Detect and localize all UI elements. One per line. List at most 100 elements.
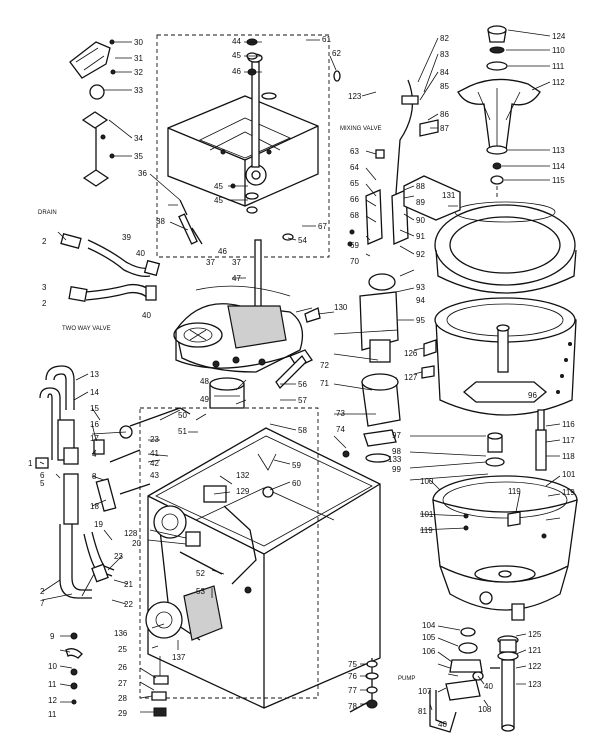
callout-45: 45 (214, 196, 223, 205)
callout-98: 98 (392, 447, 401, 456)
callout-43: 43 (150, 471, 159, 480)
callout-117: 117 (562, 436, 575, 445)
callout-131: 131 (442, 191, 456, 200)
callout-53: 53 (196, 587, 205, 596)
callout-77: 77 (348, 686, 357, 695)
callout-81: 81 (418, 707, 427, 716)
callout-113: 113 (552, 146, 565, 155)
callout-73: 73 (336, 409, 345, 418)
callout-8: 8 (92, 472, 97, 481)
callout-23: 23 (150, 435, 159, 444)
callout-49: 49 (200, 395, 209, 404)
callout-96: 96 (528, 391, 537, 400)
callout-88: 88 (416, 182, 425, 191)
callout-57: 57 (298, 396, 307, 405)
agitator-assembly (457, 25, 541, 200)
callout-64: 64 (350, 163, 359, 172)
callout-123: 123 (348, 92, 362, 101)
transmission-assembly (173, 239, 321, 409)
callout-111: 111 (552, 62, 565, 71)
callout-56: 56 (298, 380, 307, 389)
callout-87: 87 (440, 124, 449, 133)
callout-44: 44 (232, 37, 241, 46)
callout-129: 129 (236, 487, 250, 496)
drain-note: DRAIN (38, 210, 57, 216)
callout-67: 67 (318, 222, 327, 231)
callout-74: 74 (336, 425, 345, 434)
callout-27: 27 (118, 679, 127, 688)
callout-65: 65 (350, 179, 359, 188)
callout-89: 89 (416, 198, 425, 207)
callout-119: 119 (508, 487, 521, 496)
callout-42: 42 (150, 459, 159, 468)
callout-119: 119 (562, 488, 575, 497)
callout-101: 101 (562, 470, 576, 479)
callout-124: 124 (552, 32, 566, 41)
callout-32: 32 (134, 68, 143, 77)
callout-123: 123 (528, 680, 542, 689)
callout-26: 26 (118, 663, 127, 672)
callout-48: 48 (200, 377, 209, 386)
left-upper-brackets (69, 39, 203, 245)
callout-125: 125 (528, 630, 542, 639)
callout-60: 60 (292, 479, 301, 488)
callout-2: 2 (42, 237, 47, 246)
callout-86: 86 (440, 110, 449, 119)
callout-35: 35 (134, 152, 143, 161)
callout-46: 46 (232, 67, 241, 76)
callout-104: 104 (422, 621, 436, 630)
callout-38: 38 (156, 217, 165, 226)
callout-52: 52 (196, 569, 205, 578)
callout-29: 29 (118, 709, 127, 718)
callout-97: 97 (392, 431, 401, 440)
callout-28: 28 (118, 694, 127, 703)
callout-54: 54 (298, 236, 307, 245)
callout-93: 93 (416, 283, 425, 292)
callout-22: 22 (124, 600, 133, 609)
callout-25: 25 (118, 645, 127, 654)
callout-3: 3 (42, 283, 47, 292)
callout-121: 121 (528, 646, 542, 655)
callout-82: 82 (440, 34, 449, 43)
callout-59: 59 (292, 461, 301, 470)
callout-66: 66 (350, 195, 359, 204)
callout-45: 45 (232, 51, 241, 60)
callout-1: 1 (28, 459, 33, 468)
callout-92: 92 (416, 250, 425, 259)
callout-137: 137 (172, 653, 186, 662)
callout-41: 41 (150, 449, 159, 458)
callout-19: 19 (94, 520, 103, 529)
callout-17: 17 (90, 434, 99, 443)
callout-115: 115 (552, 176, 565, 185)
callout-33: 33 (134, 86, 143, 95)
callout-40: 40 (142, 311, 151, 320)
callout-50: 50 (178, 411, 187, 420)
callout-69: 69 (350, 241, 359, 250)
callout-18: 18 (90, 502, 99, 511)
pump-note: PUMP (398, 676, 415, 682)
callout-58: 58 (298, 426, 307, 435)
callout-122: 122 (528, 662, 542, 671)
callout-46: 46 (218, 247, 227, 256)
cabinet (139, 407, 381, 713)
left-hoses-fittings (35, 365, 191, 717)
callout-11: 11 (48, 710, 57, 719)
callout-71: 71 (320, 379, 329, 388)
callout-116: 116 (562, 420, 575, 429)
callout-128: 128 (124, 529, 138, 538)
callout-91: 91 (416, 232, 425, 241)
callout-36: 36 (138, 169, 147, 178)
callout-40: 40 (484, 682, 493, 691)
callout-90: 90 (416, 216, 425, 225)
callout-119: 119 (420, 526, 433, 535)
callout-2: 2 (40, 587, 45, 596)
callout-40: 40 (136, 249, 145, 258)
callout-40: 40 (438, 720, 447, 729)
labels: 30 31 32 33 34 35 36 37 37 38 39 40 40 2… (28, 32, 576, 729)
callout-16: 16 (90, 420, 99, 429)
callout-20: 20 (132, 539, 141, 548)
callout-83: 83 (440, 50, 449, 59)
callout-4: 4 (92, 450, 97, 459)
callout-127: 127 (404, 373, 418, 382)
callout-85: 85 (440, 82, 449, 91)
